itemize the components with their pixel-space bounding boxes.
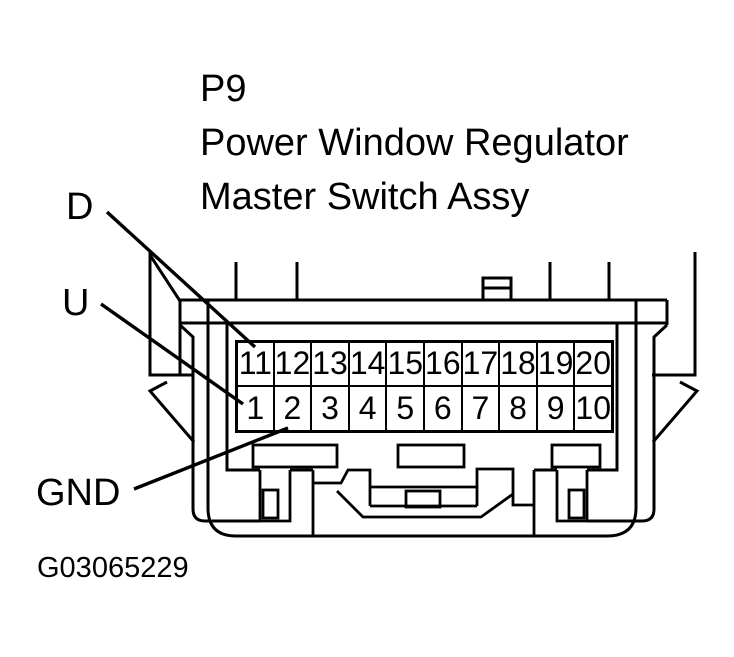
pin-cell-12: 12 <box>272 343 311 387</box>
pin-cell-9: 9 <box>535 386 574 430</box>
pin-cell-11: 11 <box>238 343 273 387</box>
connector-name-line2: Master Switch Assy <box>200 176 530 218</box>
housing-top-bar <box>178 298 669 375</box>
pin-cell-20: 20 <box>573 343 611 387</box>
pin-cell-8: 8 <box>498 386 536 430</box>
leader-line-gnd <box>133 426 289 491</box>
pin-cell-15: 15 <box>385 343 424 387</box>
leader-line-u <box>100 302 244 406</box>
housing-side-wings <box>147 249 700 523</box>
pin-cell-17: 17 <box>460 343 499 387</box>
pin-label-gnd: GND <box>36 472 121 514</box>
center-latch-mechanism <box>313 467 534 519</box>
figure-code: G03065229 <box>37 552 189 584</box>
connector-name-line1: Power Window Regulator <box>200 122 629 164</box>
pin-cell-5: 5 <box>385 386 423 430</box>
bottom-latch-tabs <box>258 470 589 536</box>
pin-cell-13: 13 <box>310 343 348 387</box>
pin-cell-2: 2 <box>272 386 311 430</box>
pin-cell-14: 14 <box>347 343 386 387</box>
pin-cell-3: 3 <box>310 386 348 430</box>
connector-id: P9 <box>200 68 247 110</box>
pin-cell-1: 1 <box>246 389 265 426</box>
pin-cell-7: 7 <box>460 386 499 430</box>
leader-line-d <box>105 210 257 349</box>
pin-cell-10: 10 <box>573 386 611 430</box>
housing-outer-body <box>206 300 638 538</box>
pin-cell-4: 4 <box>347 386 386 430</box>
pin-cell-6: 6 <box>423 386 461 430</box>
pin-cell-18: 18 <box>498 343 536 387</box>
pin-label-u: U <box>62 282 90 324</box>
pin-cell-16: 16 <box>423 343 461 387</box>
title-block: P9 Power Window Regulator Master Switch … <box>200 62 629 224</box>
top-lock-tab <box>481 276 513 300</box>
pin-cell-19: 19 <box>535 343 574 387</box>
leader-lines <box>100 210 289 491</box>
pin-label-d: D <box>66 186 94 228</box>
keyway-rects <box>251 443 602 469</box>
